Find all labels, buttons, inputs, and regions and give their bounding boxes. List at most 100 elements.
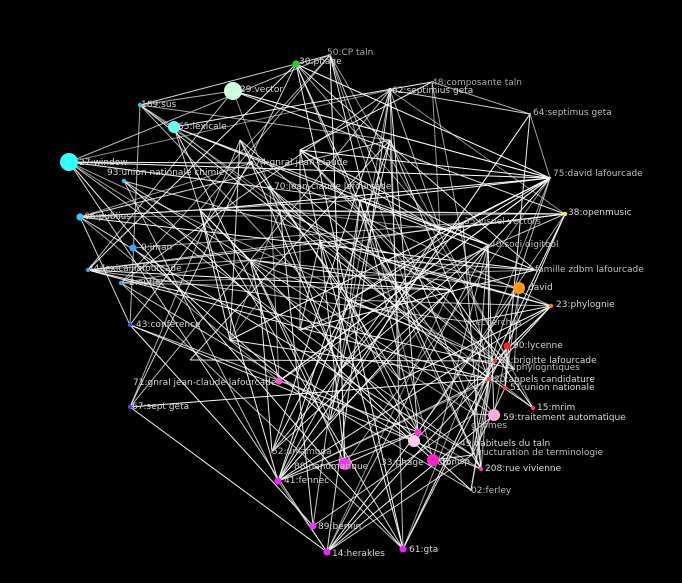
node-169[interactable]: 169:sus: [137, 100, 177, 110]
node-208[interactable]: 208:rue vivienne: [478, 464, 562, 474]
node-label: 14:herakles: [332, 549, 385, 559]
node-label: gnomes: [471, 421, 507, 431]
node-41[interactable]: 41:fennec: [274, 476, 329, 486]
node-marker: [129, 244, 137, 252]
node-label: 38:openmusic: [568, 208, 632, 218]
node-marker: [387, 87, 393, 93]
node-marker: [121, 178, 127, 184]
node-75[interactable]: 75:david lafourcade: [548, 169, 643, 180]
graph-edge: [129, 378, 490, 408]
node-recherches[interactable]: recherches: [468, 318, 522, 328]
graph-edge: [417, 287, 520, 433]
node-65[interactable]: 65:lexicale: [168, 121, 227, 133]
node-33[interactable]: 33:phage vector: [381, 428, 455, 468]
graph-edge: [295, 63, 536, 271]
node-88[interactable]: 88:nanomatique: [294, 458, 369, 472]
graph-edge: [431, 81, 490, 380]
node-label: 33:phage vector: [381, 458, 455, 468]
graph-edge: [259, 299, 273, 453]
node-label: 74:gnral jean-claude: [255, 158, 348, 168]
node-30[interactable]: 30:phage: [292, 57, 342, 68]
node-14[interactable]: 14:herakles: [323, 548, 385, 559]
node-label: 70:jean-claude lafourcade: [274, 182, 392, 192]
node-66[interactable]: 66:publius: [76, 212, 131, 222]
graph-edge: [319, 239, 404, 550]
node-29[interactable]: 29:vector: [224, 82, 283, 100]
node-44[interactable]: 44:lexical lafourcade: [85, 264, 182, 274]
node-48[interactable]: 48:composante taln: [430, 78, 522, 88]
graph-edge: [79, 216, 536, 271]
graph-edge: [487, 244, 495, 416]
graph-edge: [120, 222, 464, 284]
node-67[interactable]: 67:sept geta: [127, 402, 189, 412]
node-02[interactable]: 02:ferley: [469, 486, 512, 496]
node-20[interactable]: 20:appels candidature: [486, 375, 596, 385]
node-label: famille zdbm lafourcade: [535, 265, 644, 275]
node-marker: [528, 112, 532, 116]
node-71[interactable]: 71:gnral jean-claude lafourcade: [133, 377, 283, 388]
graph-edge: [329, 89, 391, 421]
graph-edge: [139, 104, 490, 380]
node-david[interactable]: david: [513, 282, 553, 294]
graph-edge: [379, 259, 434, 461]
node-40[interactable]: 40:soci digitool: [486, 240, 559, 250]
node-34[interactable]: 34:brigitte lafourcade: [492, 356, 597, 366]
node-structuration[interactable]: structuration de terminologie: [470, 448, 604, 458]
graph-edge: [329, 54, 421, 331]
node-52[interactable]: 52:unlambda: [270, 447, 332, 457]
graph-edge: [129, 162, 252, 326]
graph-edge: [504, 113, 531, 389]
node-89[interactable]: 89:bernin: [309, 522, 361, 532]
graph-edge: [249, 259, 451, 291]
node-marker: [503, 342, 511, 350]
graph-edge: [68, 161, 252, 164]
node-36[interactable]: 36:lisp: [427, 454, 470, 467]
graph-edge: [339, 369, 472, 491]
node-23[interactable]: 23:phylognie: [548, 300, 615, 310]
graph-edge: [329, 54, 475, 415]
graph-edge: [232, 90, 271, 189]
node-marker: [414, 428, 422, 436]
node-38[interactable]: 38:openmusic: [562, 208, 632, 218]
node-93[interactable]: 93:union nationale chimie: [107, 168, 225, 184]
graph-edge: [79, 213, 566, 218]
node-0[interactable]: 0:iman: [129, 243, 172, 253]
node-64[interactable]: 64:septimus geta: [528, 108, 612, 118]
node-label: 0:iman: [141, 243, 172, 253]
node-51[interactable]: 51:union nationale: [502, 383, 595, 393]
node-61[interactable]: 61:gta: [399, 545, 438, 555]
node-62[interactable]: 62:septimius geta: [387, 86, 473, 96]
node-35[interactable]: 35:visuel vectors: [461, 217, 541, 227]
node-label: 93:union nationale chimie: [107, 168, 225, 178]
node-70[interactable]: 70:jean-claude lafourcade: [267, 182, 392, 192]
node-49[interactable]: 49:habituels du taln: [408, 435, 550, 449]
graph-edge: [249, 259, 346, 465]
node-phylogntiques[interactable]: phylogntiques: [512, 363, 580, 373]
node-label: 52:unlambda: [272, 447, 332, 457]
node-90[interactable]: 90:lycenne: [503, 341, 563, 351]
node-marker: [248, 160, 254, 166]
graph-edge: [68, 161, 328, 553]
node-27[interactable]: 27:window: [60, 153, 128, 171]
graph-edge: [329, 54, 346, 465]
node-marker: [127, 322, 133, 328]
graph-edge: [432, 244, 489, 461]
node-label: 40:soci digitool: [490, 240, 558, 250]
graph-edge: [250, 162, 552, 307]
node-marker: [486, 376, 492, 382]
node-59[interactable]: 59:traitement automatique: [488, 409, 626, 423]
node-15[interactable]: 15:mrim: [530, 403, 575, 413]
node-43[interactable]: 43:conference: [127, 320, 201, 330]
graph-edge: [250, 162, 351, 301]
graph-edge: [344, 431, 419, 465]
node-marker: [478, 466, 484, 472]
graph-edge: [229, 339, 415, 442]
node-famille[interactable]: famille zdbm lafourcade: [533, 265, 644, 275]
node-74[interactable]: 74:gnral jean-claude: [248, 158, 349, 168]
node-50[interactable]: 50:CP taln: [327, 48, 373, 58]
node-label: 65:lexicale: [178, 122, 227, 132]
node-2[interactable]: 2:outlet: [118, 278, 165, 288]
node-gnomes[interactable]: gnomes: [471, 412, 507, 431]
graph-edge: [417, 213, 566, 433]
